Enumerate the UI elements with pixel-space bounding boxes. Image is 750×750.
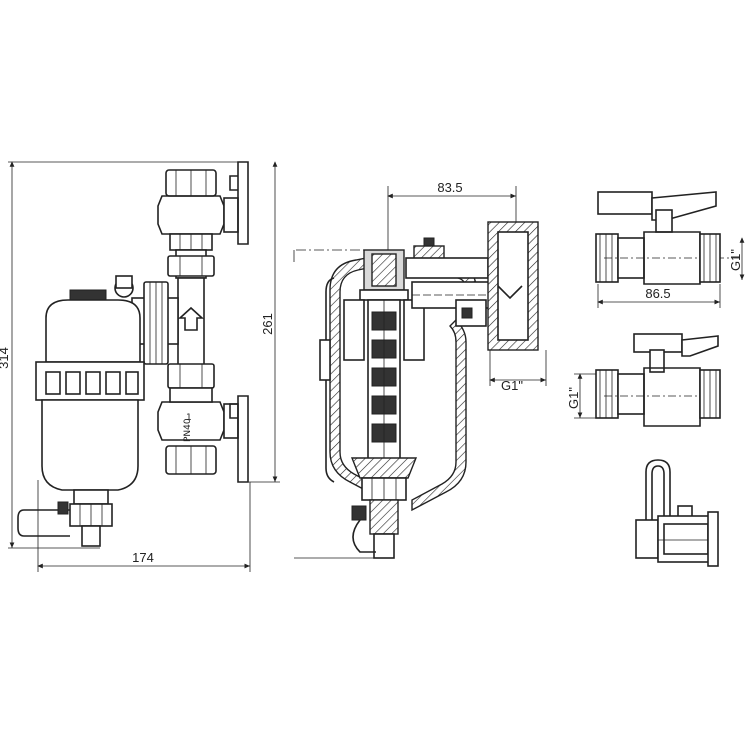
side-connector — [114, 275, 179, 365]
valve-top-handle — [597, 191, 717, 233]
cross-section-view: 83.5 G1" — [293, 180, 547, 559]
dimension-label-83-5: 83.5 — [437, 180, 462, 195]
dimension-label-174: 174 — [132, 550, 154, 565]
ball-valve-detail-middle: G1" — [566, 333, 721, 427]
dimension-label-261: 261 — [260, 313, 275, 335]
dimension-label-314: 314 — [0, 347, 11, 369]
valve-marking-1: 1 — [186, 413, 192, 423]
valve-side-view — [635, 459, 719, 567]
dimension-label-86-5: 86.5 — [645, 286, 670, 301]
dimension-valve-length: 86.5 — [597, 284, 721, 308]
ball-valve-detail-top: 86.5 G1" — [595, 191, 745, 308]
dimension-offset: 83.5 — [387, 180, 517, 250]
dimension-label-g1-section: G1" — [501, 378, 523, 393]
dimension-valve-height: 261 — [240, 161, 280, 483]
vertical-pipe — [167, 249, 215, 389]
dimension-valve-thread-right: G1" — [728, 237, 745, 280]
dimension-valve-thread-left: G1" — [566, 373, 596, 419]
dimension-overall-height: 314 — [0, 161, 240, 549]
dimension-overall-width: 174 — [37, 480, 251, 572]
front-view-assembly: 314 261 174 — [0, 161, 280, 572]
dimension-label-g1-left: G1" — [566, 387, 581, 409]
separator-body — [17, 289, 145, 547]
lower-ball-valve: 1 PN40 — [157, 387, 249, 483]
flow-arrow-icon — [177, 306, 205, 331]
upper-ball-valve — [157, 161, 249, 251]
dimension-thread-top: G1" — [489, 350, 547, 393]
dimension-label-g1-right: G1" — [728, 249, 743, 271]
valve-marking-pn: PN40 — [183, 418, 193, 442]
